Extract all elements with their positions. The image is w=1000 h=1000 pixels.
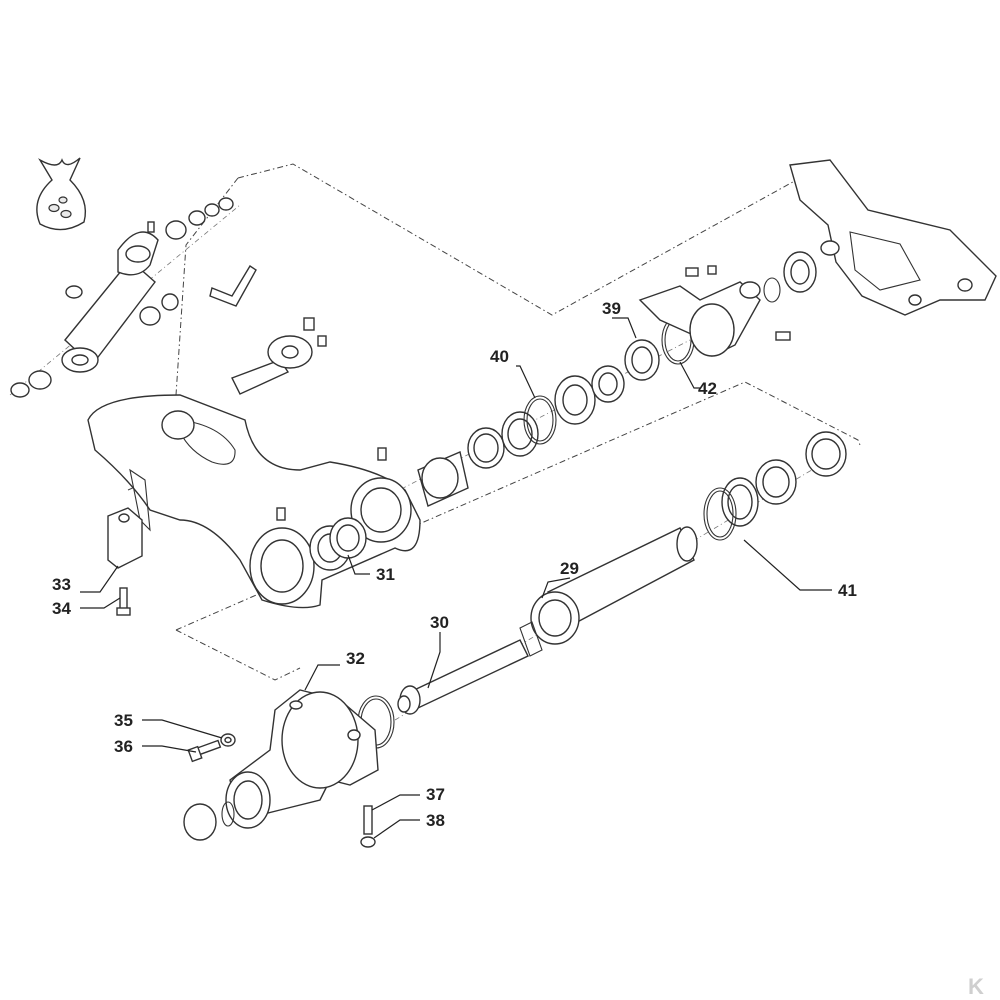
- callout-29: 29: [560, 559, 579, 578]
- callout-39: 39: [602, 299, 621, 318]
- washer-35: [220, 733, 236, 747]
- seal-upper: [783, 251, 817, 293]
- grease-nipple-arm-front: [276, 507, 286, 521]
- retaining-ring-upper: [763, 277, 781, 303]
- spacer-39: [624, 339, 660, 381]
- bearing-upper: [554, 375, 596, 425]
- main-shaft: [519, 526, 698, 657]
- bushing-stack-upper: [417, 411, 539, 507]
- arm-rear-bore: [350, 477, 412, 543]
- seal-lower: [721, 477, 759, 527]
- bracket-33: [107, 507, 143, 569]
- hydraulic-cylinder: [61, 231, 159, 373]
- callout-40: 40: [490, 347, 509, 366]
- end-cap: [183, 801, 235, 841]
- callout-31: 31: [376, 565, 395, 584]
- stub-pin: [231, 317, 327, 395]
- axis-cylinder: [9, 204, 241, 396]
- upper-housing: [638, 265, 791, 357]
- bearing-cups-31: [309, 517, 367, 571]
- leader-36: [142, 745, 197, 753]
- leader-30: [427, 632, 441, 689]
- washer-lower: [755, 459, 797, 505]
- leader-42: [679, 361, 700, 389]
- leader-32: [304, 664, 340, 691]
- callout-32: 32: [346, 649, 365, 668]
- leader-33: [80, 565, 119, 593]
- leader-31: [347, 554, 370, 575]
- leader-39: [612, 317, 637, 339]
- bushing-lower: [805, 431, 847, 477]
- assembly-boundary-upper: [175, 163, 801, 396]
- callout-36: 36: [114, 737, 133, 756]
- grease-nipple-upper: [147, 221, 155, 233]
- watermark-logo: K: [968, 974, 984, 999]
- lower-housing: [225, 689, 379, 829]
- cylinder-washers: [10, 197, 234, 398]
- callout-35: 35: [114, 711, 133, 730]
- leader-34: [80, 597, 121, 609]
- grease-bag-icon: [36, 157, 87, 231]
- castle-nut: [591, 365, 625, 403]
- bolt-36: [187, 739, 222, 763]
- callout-30: 30: [430, 613, 449, 632]
- o-ring-41: [703, 487, 737, 541]
- stud-37: [363, 805, 373, 835]
- leader-lines: [80, 317, 832, 839]
- bolt-34: [116, 587, 131, 616]
- nut-38: [360, 836, 376, 848]
- callout-38: 38: [426, 811, 445, 830]
- callout-37: 37: [426, 785, 445, 804]
- callout-33: 33: [52, 575, 71, 594]
- drive-shaft: [397, 639, 529, 715]
- chassis-bracket: [789, 159, 997, 316]
- assembly-boundary-lower: [127, 381, 861, 681]
- o-ring-40: [523, 395, 557, 445]
- leader-37: [371, 794, 420, 811]
- grease-pipe: [209, 265, 257, 307]
- callout-34: 34: [52, 599, 71, 618]
- callout-41: 41: [838, 581, 857, 600]
- grease-nipple-arm-rear: [377, 447, 387, 461]
- leader-35: [142, 719, 223, 739]
- callout-42: 42: [698, 379, 717, 398]
- leader-40: [516, 365, 536, 399]
- leader-38: [373, 819, 420, 839]
- leader-29: [541, 577, 571, 599]
- arm-front-bore: [249, 527, 315, 605]
- leader-41: [743, 539, 832, 591]
